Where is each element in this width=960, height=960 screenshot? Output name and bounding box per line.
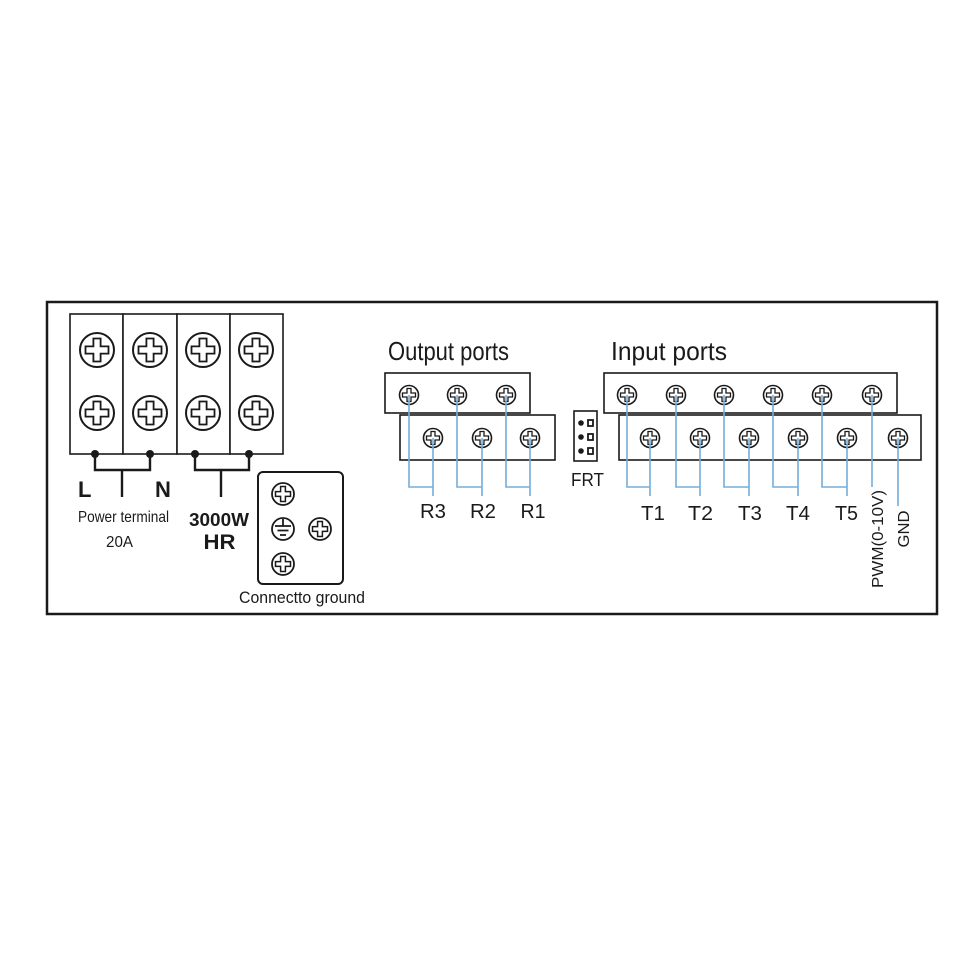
terminal-dot <box>245 450 253 458</box>
screw-icon <box>132 332 168 368</box>
frt-pin-slot <box>587 419 594 427</box>
controller-panel-outline <box>45 300 939 616</box>
screw-icon <box>271 552 295 576</box>
ground-label: Connectto ground <box>239 588 365 607</box>
input-terminal-strip-upper <box>603 372 898 414</box>
input-ports-title: Input ports <box>611 336 727 366</box>
input-label-t3: T3 <box>738 503 762 525</box>
input-wire-t3 <box>723 395 750 496</box>
input-wire-t2 <box>675 395 701 496</box>
screw-icon <box>238 395 274 431</box>
input-label-t2: T2 <box>688 503 713 525</box>
frt-pin <box>578 448 584 454</box>
input-terminal-strip-lower <box>618 414 922 461</box>
screw-icon <box>238 332 274 368</box>
output-wire-r3 <box>408 395 434 496</box>
frt-pin <box>578 420 584 426</box>
neutral-label: N <box>155 477 171 502</box>
frt-pin-slot <box>587 433 594 441</box>
ground-icon-symbol <box>275 519 291 536</box>
ground-icon <box>271 517 295 541</box>
screw-icon <box>132 395 168 431</box>
output-wire-r2 <box>456 395 483 496</box>
output-wire-r1 <box>505 395 531 496</box>
power-wiring: L N Power terminal 20A <box>78 450 171 551</box>
power-bracket-line <box>93 454 152 497</box>
ground-icon-ring <box>271 517 295 541</box>
screw-icon <box>79 332 115 368</box>
input-label-t5: T5 <box>835 503 858 525</box>
screw-icon <box>185 395 221 431</box>
screw-icon <box>79 395 115 431</box>
output-label-r1: R1 <box>521 501 546 523</box>
screw-icon <box>308 517 332 541</box>
power-terminal-block <box>69 313 284 455</box>
output-ports-title: Output ports <box>388 336 509 366</box>
screw-icon <box>185 332 221 368</box>
gnd-label: GND <box>896 511 913 548</box>
power-terminal-title: Power terminal <box>78 509 169 526</box>
screw-icon <box>271 482 295 506</box>
terminal-dot <box>191 450 199 458</box>
input-label-t1: T1 <box>641 503 665 525</box>
input-wire-t1 <box>626 395 651 496</box>
heater-wiring: 3000W HR <box>189 450 253 554</box>
terminal-dot <box>91 450 99 458</box>
output-ports: Output ports R3 R2 R1 <box>384 336 556 523</box>
output-label-r3: R3 <box>420 501 446 523</box>
pwm-label: PWM(0-10V) <box>870 490 887 588</box>
output-label-r2: R2 <box>470 501 496 523</box>
input-ports: Input ports T1 T2 T3 T4 T5 PWM(0-10V) GN… <box>603 336 922 588</box>
input-wire-t5 <box>821 395 848 496</box>
terminal-dot <box>146 450 154 458</box>
input-wire-t4 <box>772 395 799 496</box>
heater-label: HR <box>204 531 236 554</box>
ground-terminal-box: Connectto ground <box>239 471 365 607</box>
line-label: L <box>78 477 91 502</box>
heater-bracket-line <box>193 454 251 497</box>
frt-connector-icon: FRT <box>571 410 604 490</box>
input-label-t4: T4 <box>786 503 810 525</box>
frt-label: FRT <box>571 470 604 490</box>
frt-pin-slot <box>587 447 594 455</box>
heater-power-label: 3000W <box>189 510 249 530</box>
frt-pin <box>578 434 584 440</box>
power-terminal-rating: 20A <box>106 534 133 551</box>
